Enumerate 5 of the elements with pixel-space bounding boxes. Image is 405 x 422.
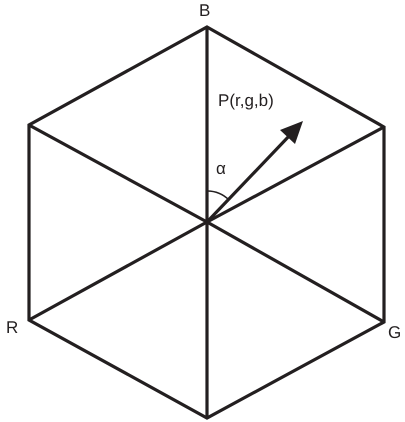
point-label: P(r,g,b) [218,92,274,109]
angle-label: α [216,160,226,177]
vertex-label: G [388,324,402,341]
vertex-label: B [199,2,210,19]
vertex-label: R [6,319,18,336]
